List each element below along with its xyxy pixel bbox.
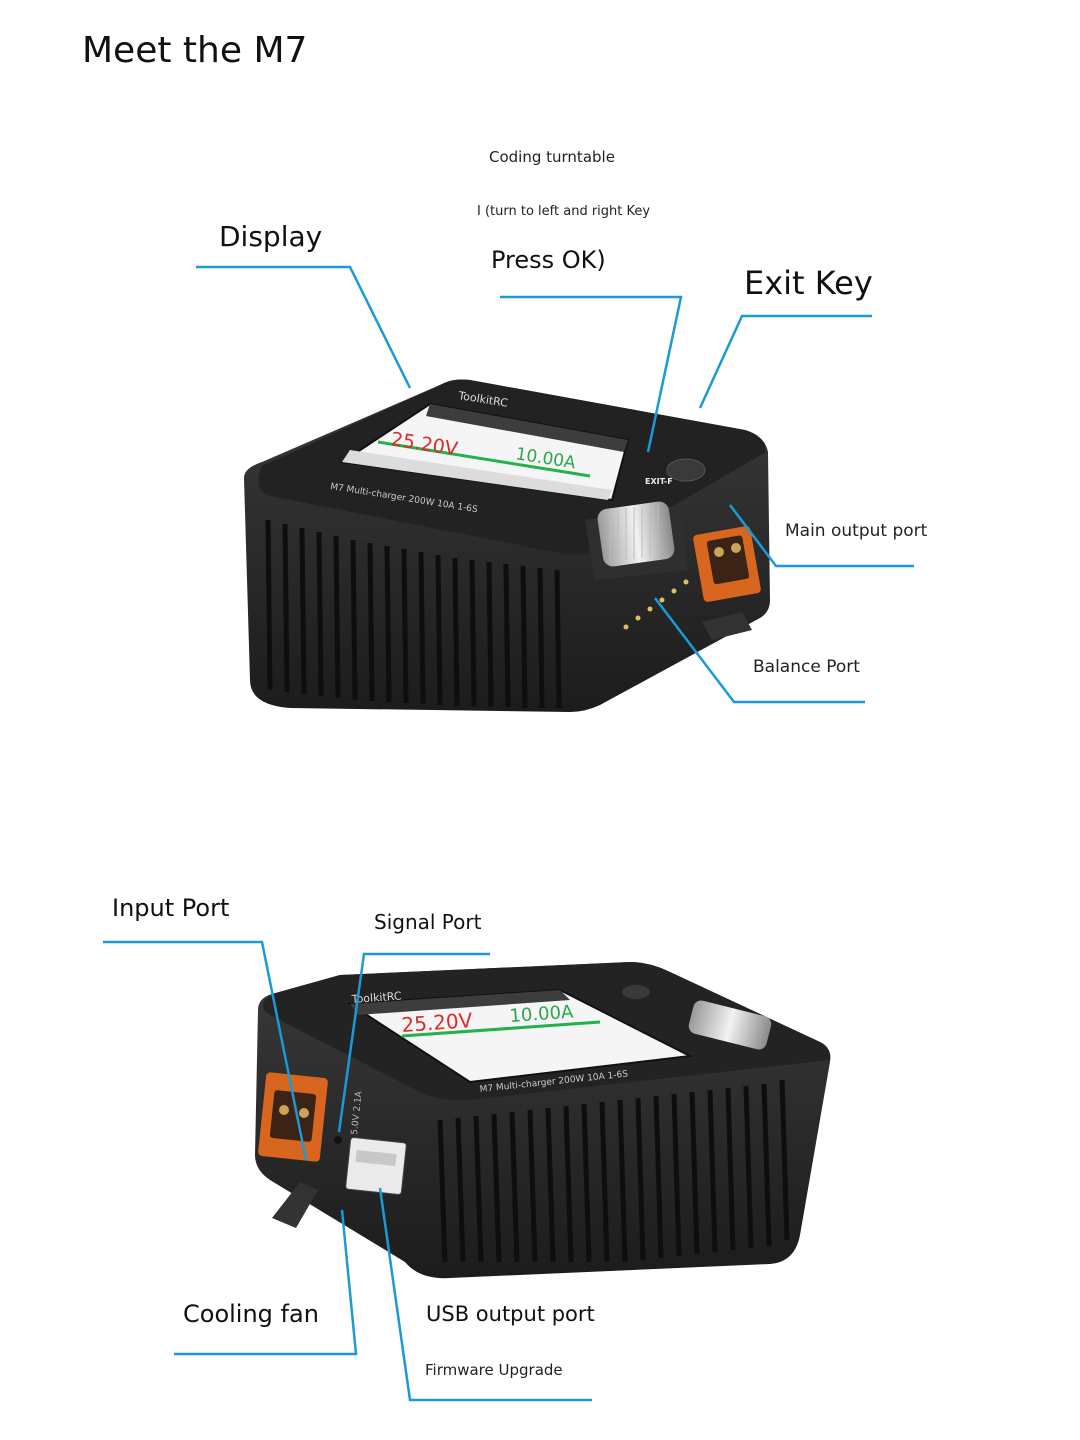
label-turn-key: I (turn to left and right Key <box>477 204 651 219</box>
label-main-output-port: Main output port <box>785 521 928 541</box>
signal-port <box>334 1136 342 1144</box>
label-balance-port: Balance Port <box>753 657 860 677</box>
usb-output-port <box>345 1137 407 1195</box>
label-usb-output-port: USB output port <box>426 1302 595 1326</box>
exit-key-button[interactable] <box>666 458 706 482</box>
label-input-port: Input Port <box>112 894 230 922</box>
coding-turntable-knob[interactable] <box>585 500 688 580</box>
callout-line-display <box>196 265 412 389</box>
label-exit-key: Exit Key <box>744 264 873 302</box>
usb-engraving: 5.0V 2.1A <box>350 1090 365 1135</box>
label-press-ok: Press OK) <box>491 246 606 274</box>
charger-rear-view <box>255 962 831 1279</box>
callout-line-press-ok <box>500 295 683 453</box>
callout-line-exit-key <box>698 314 872 409</box>
brand-logo-bottom: ToolkitRC <box>350 990 402 1007</box>
callout-line-usb <box>378 1187 592 1402</box>
screen-voltage-bottom: 25.20V <box>401 1008 474 1037</box>
lcd-screen <box>339 402 630 502</box>
page-title: Meet the M7 <box>82 30 308 71</box>
callout-line-signal <box>337 952 490 1133</box>
screen-current-bottom: 10.00A <box>509 1002 575 1027</box>
balance-port <box>623 579 689 630</box>
exit-key-label: EXIT-F <box>645 477 673 486</box>
callout-line-input <box>103 940 308 1161</box>
charger-top-view <box>244 379 770 712</box>
vent-slots <box>265 519 562 709</box>
callout-lines <box>103 265 914 1402</box>
label-coding-turntable: Coding turntable <box>489 148 615 166</box>
main-output-port <box>693 526 761 602</box>
callout-line-cooling <box>174 1209 358 1356</box>
label-cooling-fan: Cooling fan <box>183 1300 319 1328</box>
label-display: Display <box>219 220 323 253</box>
label-firmware-upgrade: Firmware Upgrade <box>425 1361 563 1379</box>
label-signal-port: Signal Port <box>374 910 482 934</box>
callout-line-balance <box>654 597 865 704</box>
input-port <box>258 1072 328 1162</box>
callout-line-main-output <box>729 504 914 568</box>
